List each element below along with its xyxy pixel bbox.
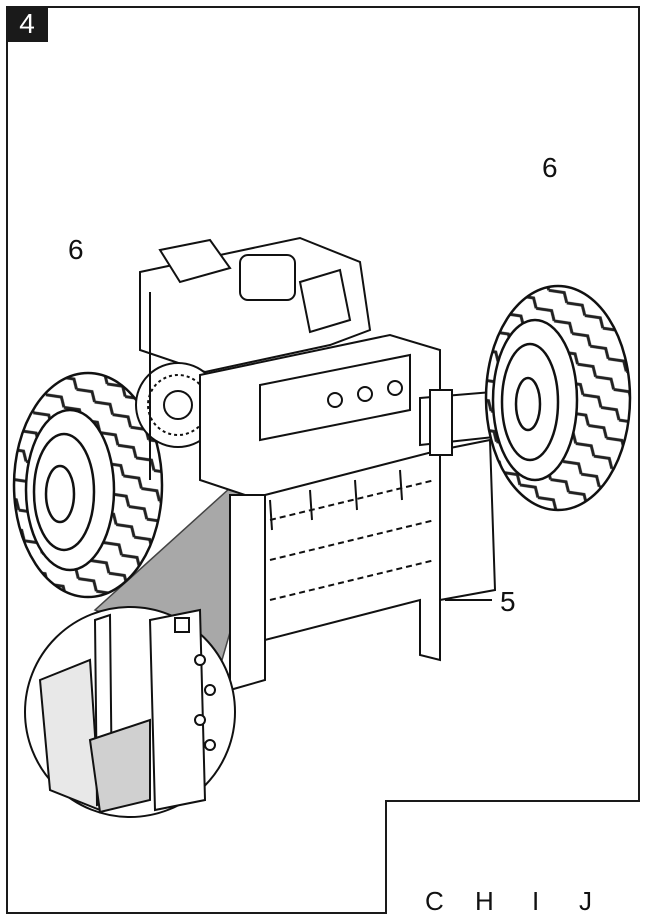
right-wheel (484, 284, 632, 512)
figure-frame (6, 6, 640, 914)
callout-6-right: 6 (542, 152, 558, 183)
part-label-h: H (475, 886, 494, 916)
part-label-j: J (579, 886, 592, 916)
left-wheel (12, 371, 164, 599)
callout-5: 5 (500, 586, 516, 617)
figure-number: 4 (6, 6, 48, 42)
parts-inset: C H I J (385, 800, 640, 916)
part-label-c: C (425, 886, 444, 916)
housing (199, 333, 497, 692)
part-label-i: I (532, 886, 540, 916)
callout-6-left: 6 (68, 234, 84, 265)
magnifier-detail (24, 606, 236, 818)
